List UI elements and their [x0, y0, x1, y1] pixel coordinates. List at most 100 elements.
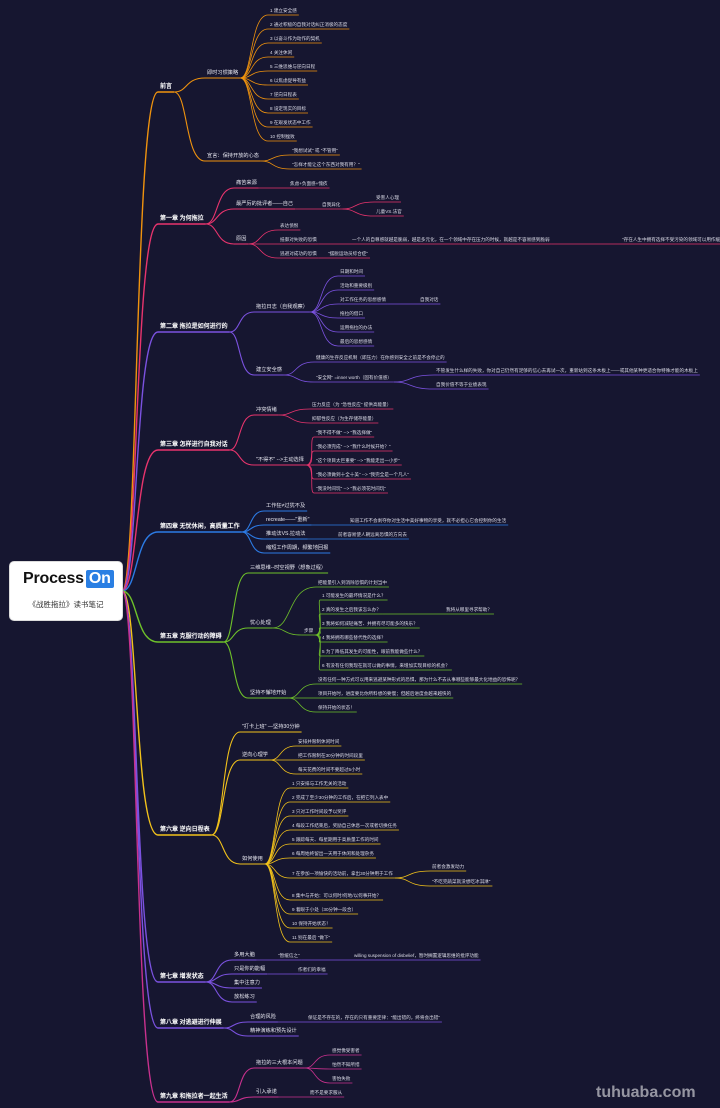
detail-node[interactable]: 怕然不知所措: [332, 1062, 360, 1067]
detail-node[interactable]: "我必须完成" --> "我什么时候开始？": [316, 444, 391, 449]
detail-node[interactable]: 受害人心理: [376, 195, 399, 200]
topic-node[interactable]: 痛苦来源: [236, 180, 257, 186]
detail-node[interactable]: 最后的思想感情: [340, 339, 373, 344]
detail-node[interactable]: "摆脱运动员综合症": [328, 251, 369, 256]
detail-node[interactable]: 11 别在最后 "做下": [292, 935, 331, 940]
chapter-node[interactable]: 第三章 怎样进行自我对话: [160, 442, 228, 448]
detail-node[interactable]: 自我异化: [322, 202, 341, 207]
detail-node[interactable]: 表达愤恨: [280, 223, 299, 228]
detail-node[interactable]: 6 每周始终留出一天用于休闲和处理杂务: [292, 851, 374, 856]
topic-node[interactable]: 放松练习: [234, 994, 255, 1000]
chapter-node[interactable]: 第四章 无忧休闲，高质量工作: [160, 524, 240, 530]
detail-node[interactable]: 3 以奋斗作为动作的契机: [270, 36, 320, 41]
detail-node[interactable]: 7 逆向日程表: [270, 92, 297, 97]
detail-node[interactable]: 4 我将拥有哪些替代性的选择？: [322, 635, 386, 640]
detail-node[interactable]: "暂缓信之": [278, 953, 300, 958]
topic-node[interactable]: 合理的风险: [250, 1014, 276, 1020]
detail-node[interactable]: 保证是不存在的，存在的只有重要定律："能出错的，终将会出错": [308, 1015, 440, 1020]
topic-node[interactable]: 最严厉的批评者——自己: [236, 201, 294, 207]
detail-node[interactable]: 把工作限制在30分钟的时间段里: [298, 753, 363, 758]
chapter-node[interactable]: 第一章 为何拖拉: [160, 216, 204, 222]
detail-node[interactable]: 自我对话: [420, 297, 439, 302]
detail-node[interactable]: 逃避对成功的恐惧: [280, 251, 317, 256]
topic-node[interactable]: 建立安全感: [256, 367, 282, 373]
detail-node[interactable]: "不吃完蔬菜就没想吃冰淇淋": [432, 879, 491, 884]
detail-node[interactable]: 害怕失败: [332, 1076, 351, 1081]
topic-node[interactable]: 拖拉日志（自我观察）: [256, 304, 308, 310]
topic-node[interactable]: 拖拉的三大根本问题: [256, 1060, 303, 1066]
detail-node[interactable]: 安排并限制休闲时间: [298, 739, 340, 744]
chapter-node[interactable]: 第六章 逆向日程表: [160, 827, 210, 833]
detail-node[interactable]: 3 我将如何减轻痛苦、并拥有尽可能多的快乐？: [322, 621, 418, 626]
topic-node[interactable]: 只是你的能幅: [234, 966, 266, 972]
detail-node[interactable]: 7 在参加一项愉快的活动前，拿出30分钟用于工作: [292, 871, 393, 876]
detail-node[interactable]: 9 在艰发状态中工作: [270, 120, 311, 125]
detail-node[interactable]: 我将从哪里寻求帮助？: [446, 607, 492, 612]
detail-node[interactable]: 10 保持开始状态！: [292, 921, 331, 926]
detail-node[interactable]: 5 为了降低其发生的可能性，眼前我能做些什么？: [322, 649, 423, 654]
detail-node[interactable]: 健康的生存反应机制（即压力）在你感到安全之前是不会停止的: [316, 355, 445, 360]
chapter-node[interactable]: 第五章 克服行动的障碍: [160, 634, 222, 640]
detail-node[interactable]: 抑郁性反应（为生存储存能量）: [312, 416, 377, 421]
topic-node[interactable]: 坚持不懈地开始: [250, 690, 287, 696]
detail-node[interactable]: 8 集中与开始：可以何时/何地/以何事开始？: [292, 893, 382, 898]
chapter-node[interactable]: 前言: [160, 84, 173, 90]
detail-node[interactable]: "我想试试" 或 "不管用": [292, 148, 338, 153]
detail-node[interactable]: 活动和重要级别: [340, 283, 373, 288]
topic-node[interactable]: 缩短工作周期，频繁地回报: [266, 545, 329, 551]
topic-node[interactable]: 忧心处理: [250, 620, 271, 626]
detail-node[interactable]: 对工作任务的思想感情: [340, 297, 386, 302]
detail-node[interactable]: "我必须做到十全十美" --> "我完全是一个凡人": [316, 472, 409, 477]
detail-node[interactable]: 自我价值不等于业绩表现: [436, 382, 487, 387]
detail-node[interactable]: "怎样才能让这个东西对我有用？": [292, 162, 360, 167]
chapter-node[interactable]: 第八章 对逃避进行伸展: [160, 1020, 222, 1026]
detail-node[interactable]: 5 三维思维与逆向日程: [270, 64, 316, 69]
detail-node[interactable]: 3 只对工作时间段予以奖评: [292, 809, 347, 814]
chapter-node[interactable]: 第二章 拖拉是如何进行的: [160, 324, 228, 330]
detail-node[interactable]: 4 每段工作结束后，奖励自己休息一次或者切换任务: [292, 823, 397, 828]
detail-node[interactable]: 每天花费的时间不要超过5小时: [298, 767, 361, 772]
detail-node[interactable]: 不管发生什么样的失败，你对自己仍然有足够的信心去再试一次，重新站到这条木板上——…: [436, 368, 698, 373]
topic-node[interactable]: 推动法VS.拉动法: [266, 531, 306, 537]
detail-node[interactable]: 儿童VS.法官: [376, 209, 402, 214]
topic-node[interactable]: 集中注意力: [234, 980, 260, 986]
detail-node[interactable]: 5 跟踪每天、每星期用于高质量工作的时间: [292, 837, 379, 842]
topic-node[interactable]: 逆向心理学: [242, 752, 268, 758]
detail-node[interactable]: 把能量引入到消除恐惧的计划当中: [318, 580, 387, 585]
topic-node[interactable]: 原因: [236, 236, 247, 242]
topic-node[interactable]: "打卡上班" —坚持30分钟: [242, 724, 300, 730]
topic-node[interactable]: 多用大脑: [234, 952, 255, 958]
detail-node[interactable]: 感觉像受害者: [332, 1048, 360, 1053]
detail-node[interactable]: 1 建立安全感: [270, 8, 297, 13]
detail-node[interactable]: 前者容易使人朝远离恐惧的方向去: [338, 532, 407, 537]
detail-node[interactable]: 前者会激发动力: [432, 864, 465, 869]
chapter-node[interactable]: 第七章 增发状态: [160, 974, 204, 980]
detail-node[interactable]: 作者们的幸福: [298, 967, 326, 972]
detail-node[interactable]: "我不得不做" --> "我选择做": [316, 430, 373, 435]
detail-node[interactable]: 6 有没有任何我现在就可以做的事情，来增加实现目标的机会？: [322, 663, 450, 668]
detail-node[interactable]: 保持开始的状态！: [318, 705, 355, 710]
detail-node[interactable]: 一个人的自尊感就越是脆弱，越是多元化，在一个领域中存在压力的时候，就越是不容易感…: [352, 237, 550, 242]
detail-node[interactable]: 10 控制挫败: [270, 134, 295, 139]
topic-node[interactable]: 如何使用: [242, 856, 263, 862]
detail-node[interactable]: willing suspension of disbelief，暂时搁置逻辑思维…: [354, 953, 479, 958]
detail-node[interactable]: "这个项目太巨重要" --> "我能走出一小步": [316, 458, 400, 463]
topic-node[interactable]: 精神演练和预先设计: [250, 1028, 297, 1034]
detail-node[interactable]: 1 只安排与工作无关的活动: [292, 781, 347, 786]
topic-node[interactable]: "不得不" -->主动选择: [256, 457, 304, 463]
detail-node[interactable]: "存在人生中拥有选择不受污染的领域可以用作缓冲": [622, 237, 720, 242]
chapter-node[interactable]: 第九章 和拖拉者一起生活: [160, 1094, 228, 1100]
topic-node[interactable]: 即时习惯策略: [207, 70, 239, 76]
detail-node[interactable]: 运用拖拉的办法: [340, 325, 373, 330]
detail-node[interactable]: 6 以焦虑促导有益: [270, 78, 306, 83]
detail-node[interactable]: 4 关注休闲: [270, 50, 293, 55]
detail-node[interactable]: 压力反应（为 "急性反应" 提供高能量）: [312, 402, 392, 407]
detail-node[interactable]: "我没时间玩" --> "我必须花时间玩": [316, 486, 386, 491]
topic-node[interactable]: recreate——"重新": [266, 517, 310, 523]
detail-node[interactable]: 9 着眼于小处（30分钟一段合）: [292, 907, 357, 912]
detail-node[interactable]: 而不是要求服从: [310, 1090, 343, 1095]
detail-node[interactable]: 2 真的发生之后我该怎么办？: [322, 607, 381, 612]
detail-node[interactable]: 1 可能发生的最坏情况是什么？: [322, 593, 386, 598]
detail-node[interactable]: 项目开始时，进度要比你所料想的要慢；但越后进度会越来越快的: [318, 691, 452, 696]
